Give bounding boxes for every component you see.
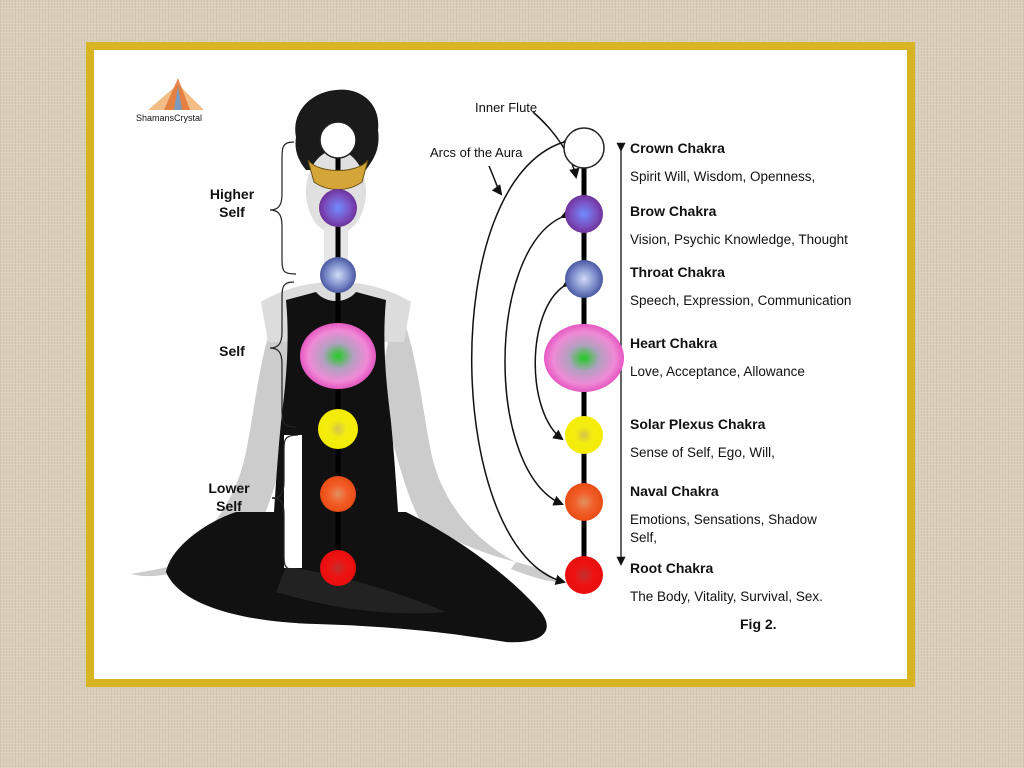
fig2-naval-chakra (565, 483, 603, 521)
brow-chakra-name: Brow Chakra (630, 203, 717, 219)
fig2-throat-chakra (565, 260, 603, 298)
throat-chakra-name: Throat Chakra (630, 264, 725, 280)
inner-flute-label: Inner Flute (475, 100, 537, 115)
fig2-crown-chakra (563, 127, 605, 169)
fig2-caption: Fig 2. (740, 616, 777, 632)
aura-arcs (471, 111, 580, 585)
fig2-solar-plexus-chakra (565, 416, 603, 454)
fig2-brow-chakra (565, 195, 603, 233)
naval-chakra-desc-1: Emotions, Sensations, Shadow (630, 512, 817, 527)
heart-chakra-name: Heart Chakra (630, 335, 717, 351)
fig1-crown-chakra (319, 121, 357, 159)
naval-chakra-desc-2: Self, (630, 530, 657, 545)
fig1-throat-chakra (320, 257, 356, 293)
fig1-caption: Fig 1. (399, 579, 436, 595)
crown-chakra-name: Crown Chakra (630, 140, 725, 156)
crown-chakra-desc: Spirit Will, Wisdom, Openness, (630, 169, 815, 184)
self-label: Self (219, 343, 245, 359)
naval-chakra-name: Naval Chakra (630, 483, 719, 499)
fig1-solar-plexus-chakra (318, 409, 358, 449)
throat-chakra-desc: Speech, Expression, Communication (630, 293, 851, 308)
fig1-brow-chakra (319, 189, 357, 227)
fig1-heart-chakra (300, 323, 376, 389)
arcs-of-aura-label: Arcs of the Aura (430, 145, 523, 160)
root-chakra-name: Root Chakra (630, 560, 713, 576)
brow-chakra-desc: Vision, Psychic Knowledge, Thought (630, 232, 848, 247)
higher-self-label-1: Higher (210, 186, 255, 202)
higher-self-label-2: Self (219, 204, 245, 220)
fig2-chakras (544, 127, 624, 594)
shamans-crystal-logo: ShamansCrystal (136, 78, 204, 123)
fig2-root-chakra (565, 556, 603, 594)
root-chakra-desc: The Body, Vitality, Survival, Sex. (630, 589, 823, 604)
chakra-labels: Crown Chakra Spirit Will, Wisdom, Openne… (630, 140, 851, 604)
heart-chakra-desc: Love, Acceptance, Allowance (630, 364, 805, 379)
solar-plexus-chakra-desc: Sense of Self, Ego, Will, (630, 445, 775, 460)
fig2-heart-chakra (544, 324, 624, 392)
crown-crescent (307, 159, 369, 190)
lower-self-white-band (284, 435, 302, 568)
fig1-chakras (300, 121, 376, 586)
fig1-group-labels: Higher Self Self Lower Self (208, 186, 254, 514)
diagram-slide: ShamansCrystal (86, 42, 915, 687)
logo-text: ShamansCrystal (136, 113, 202, 123)
fig1-naval-chakra (320, 476, 356, 512)
solar-plexus-chakra-name: Solar Plexus Chakra (630, 416, 766, 432)
chakra-diagram: ShamansCrystal (131, 78, 851, 643)
lower-self-label-2: Self (216, 498, 242, 514)
lower-self-label-1: Lower (208, 480, 250, 496)
fig1-root-chakra (320, 550, 356, 586)
